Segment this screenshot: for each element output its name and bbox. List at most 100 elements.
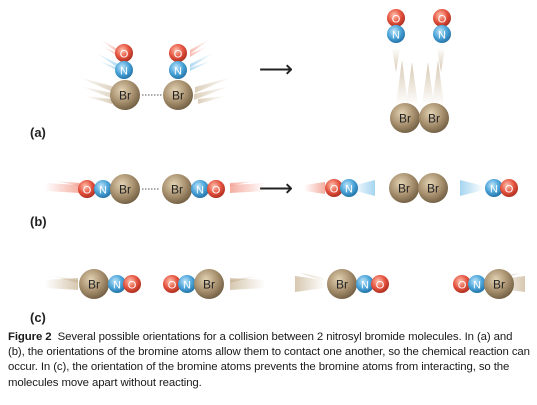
bromine-atom [194,269,224,299]
figure-caption: Figure 2 Several possible orientations f… [8,330,532,391]
panel-b: O N Br Br N O ⟶ O N Br Br [30,173,518,229]
bromine-atom [418,173,448,203]
molecule-nobr: O N Br [163,269,224,299]
atom-label: Br [399,112,411,126]
atom-label: O [376,280,385,292]
nitrogen-atom [191,180,209,198]
atom-label: O [438,14,447,26]
oxygen-atom [78,180,96,198]
atom-label: N [438,30,446,42]
molecule-no: O N [433,9,451,43]
panel-label: (c) [30,310,46,325]
nitrogen-atom [94,180,112,198]
motion-streaks [78,39,232,104]
oxygen-atom [371,275,389,293]
nitrogen-atom [433,25,451,43]
atom-label: N [196,185,204,197]
atom-label: N [473,280,481,292]
nitrogen-atom [356,275,374,293]
atom-label: N [345,184,353,196]
oxygen-atom [325,179,343,197]
atom-label: Br [119,89,131,103]
collision-diagram: O N Br O N Br ⟶ O [30,9,525,325]
atom-label: N [99,185,107,197]
oxygen-atom [163,275,181,293]
molecule-nobr: O N Br [78,174,140,204]
caption-label: Figure 2 [8,331,52,343]
atom-label: O [120,49,129,61]
nitrogen-atom [387,25,405,43]
atom-label: N [361,280,369,292]
oxygen-atom [169,44,187,62]
atom-label: O [330,184,339,196]
atom-label: O [128,280,137,292]
bromine-atom [389,173,419,203]
atom-label: Br [427,182,439,196]
atom-label: N [183,280,191,292]
nitrogen-atom [485,179,503,197]
caption-text: Several possible orientations for a coll… [8,331,530,389]
molecule-nobr: O N Br [453,269,514,299]
atom-label: O [458,280,467,292]
oxygen-atom [387,9,405,27]
bromine-atom [419,103,449,133]
atom-label: Br [88,278,100,292]
motion-streaks [392,48,445,105]
bromine-atom [110,80,140,110]
molecule-nobr: Br N O [162,174,225,204]
bromine-atom [327,269,357,299]
molecule-nobr: O N Br [163,44,193,110]
atom-label: Br [203,278,215,292]
molecule-br2: Br Br [389,173,448,203]
atom-label: Br [172,89,184,103]
atom-label: O [83,185,92,197]
molecule-no: O N [387,9,405,43]
atom-label: N [392,30,400,42]
atom-label: N [174,66,182,78]
nitrogen-atom [178,275,196,293]
molecule-br2: Br Br [390,103,449,133]
atom-label: N [490,184,498,196]
atom-label: Br [428,112,440,126]
nitrogen-atom [108,275,126,293]
bromine-atom [390,103,420,133]
motion-streaks [45,180,484,196]
bromine-atom [484,269,514,299]
atom-label: N [113,280,121,292]
oxygen-atom [207,180,225,198]
atom-label: Br [493,278,505,292]
bromine-atom [162,174,192,204]
nitrogen-atom [115,61,133,79]
panel-label: (b) [30,214,47,229]
bromine-atom [163,80,193,110]
molecule-nobr: O N Br [110,44,140,110]
molecule-nobr: Br N O [327,269,389,299]
molecule-no: O N [325,179,358,197]
nitrogen-atom [468,275,486,293]
oxygen-atom [123,275,141,293]
atom-label: Br [398,182,410,196]
atom-label: O [168,280,177,292]
bromine-atom [110,174,140,204]
nitrogen-atom [169,61,187,79]
atom-label: O [212,185,221,197]
bromine-atom [79,269,109,299]
reaction-arrow: ⟶ [259,175,293,202]
atom-label: Br [336,278,348,292]
oxygen-atom [453,275,471,293]
atom-label: O [505,184,514,196]
panel-label: (a) [30,125,46,140]
atom-label: O [174,49,183,61]
oxygen-atom [433,9,451,27]
panel-c: Br N O O N Br Br N O O N B [30,269,525,325]
oxygen-atom [500,179,518,197]
oxygen-atom [115,44,133,62]
atom-label: N [120,66,128,78]
atom-label: Br [171,183,183,197]
atom-label: O [392,14,401,26]
molecule-nobr: Br N O [79,269,141,299]
atom-label: Br [119,183,131,197]
molecule-no: N O [485,179,518,197]
reaction-arrow: ⟶ [259,56,293,83]
nitrogen-atom [340,179,358,197]
